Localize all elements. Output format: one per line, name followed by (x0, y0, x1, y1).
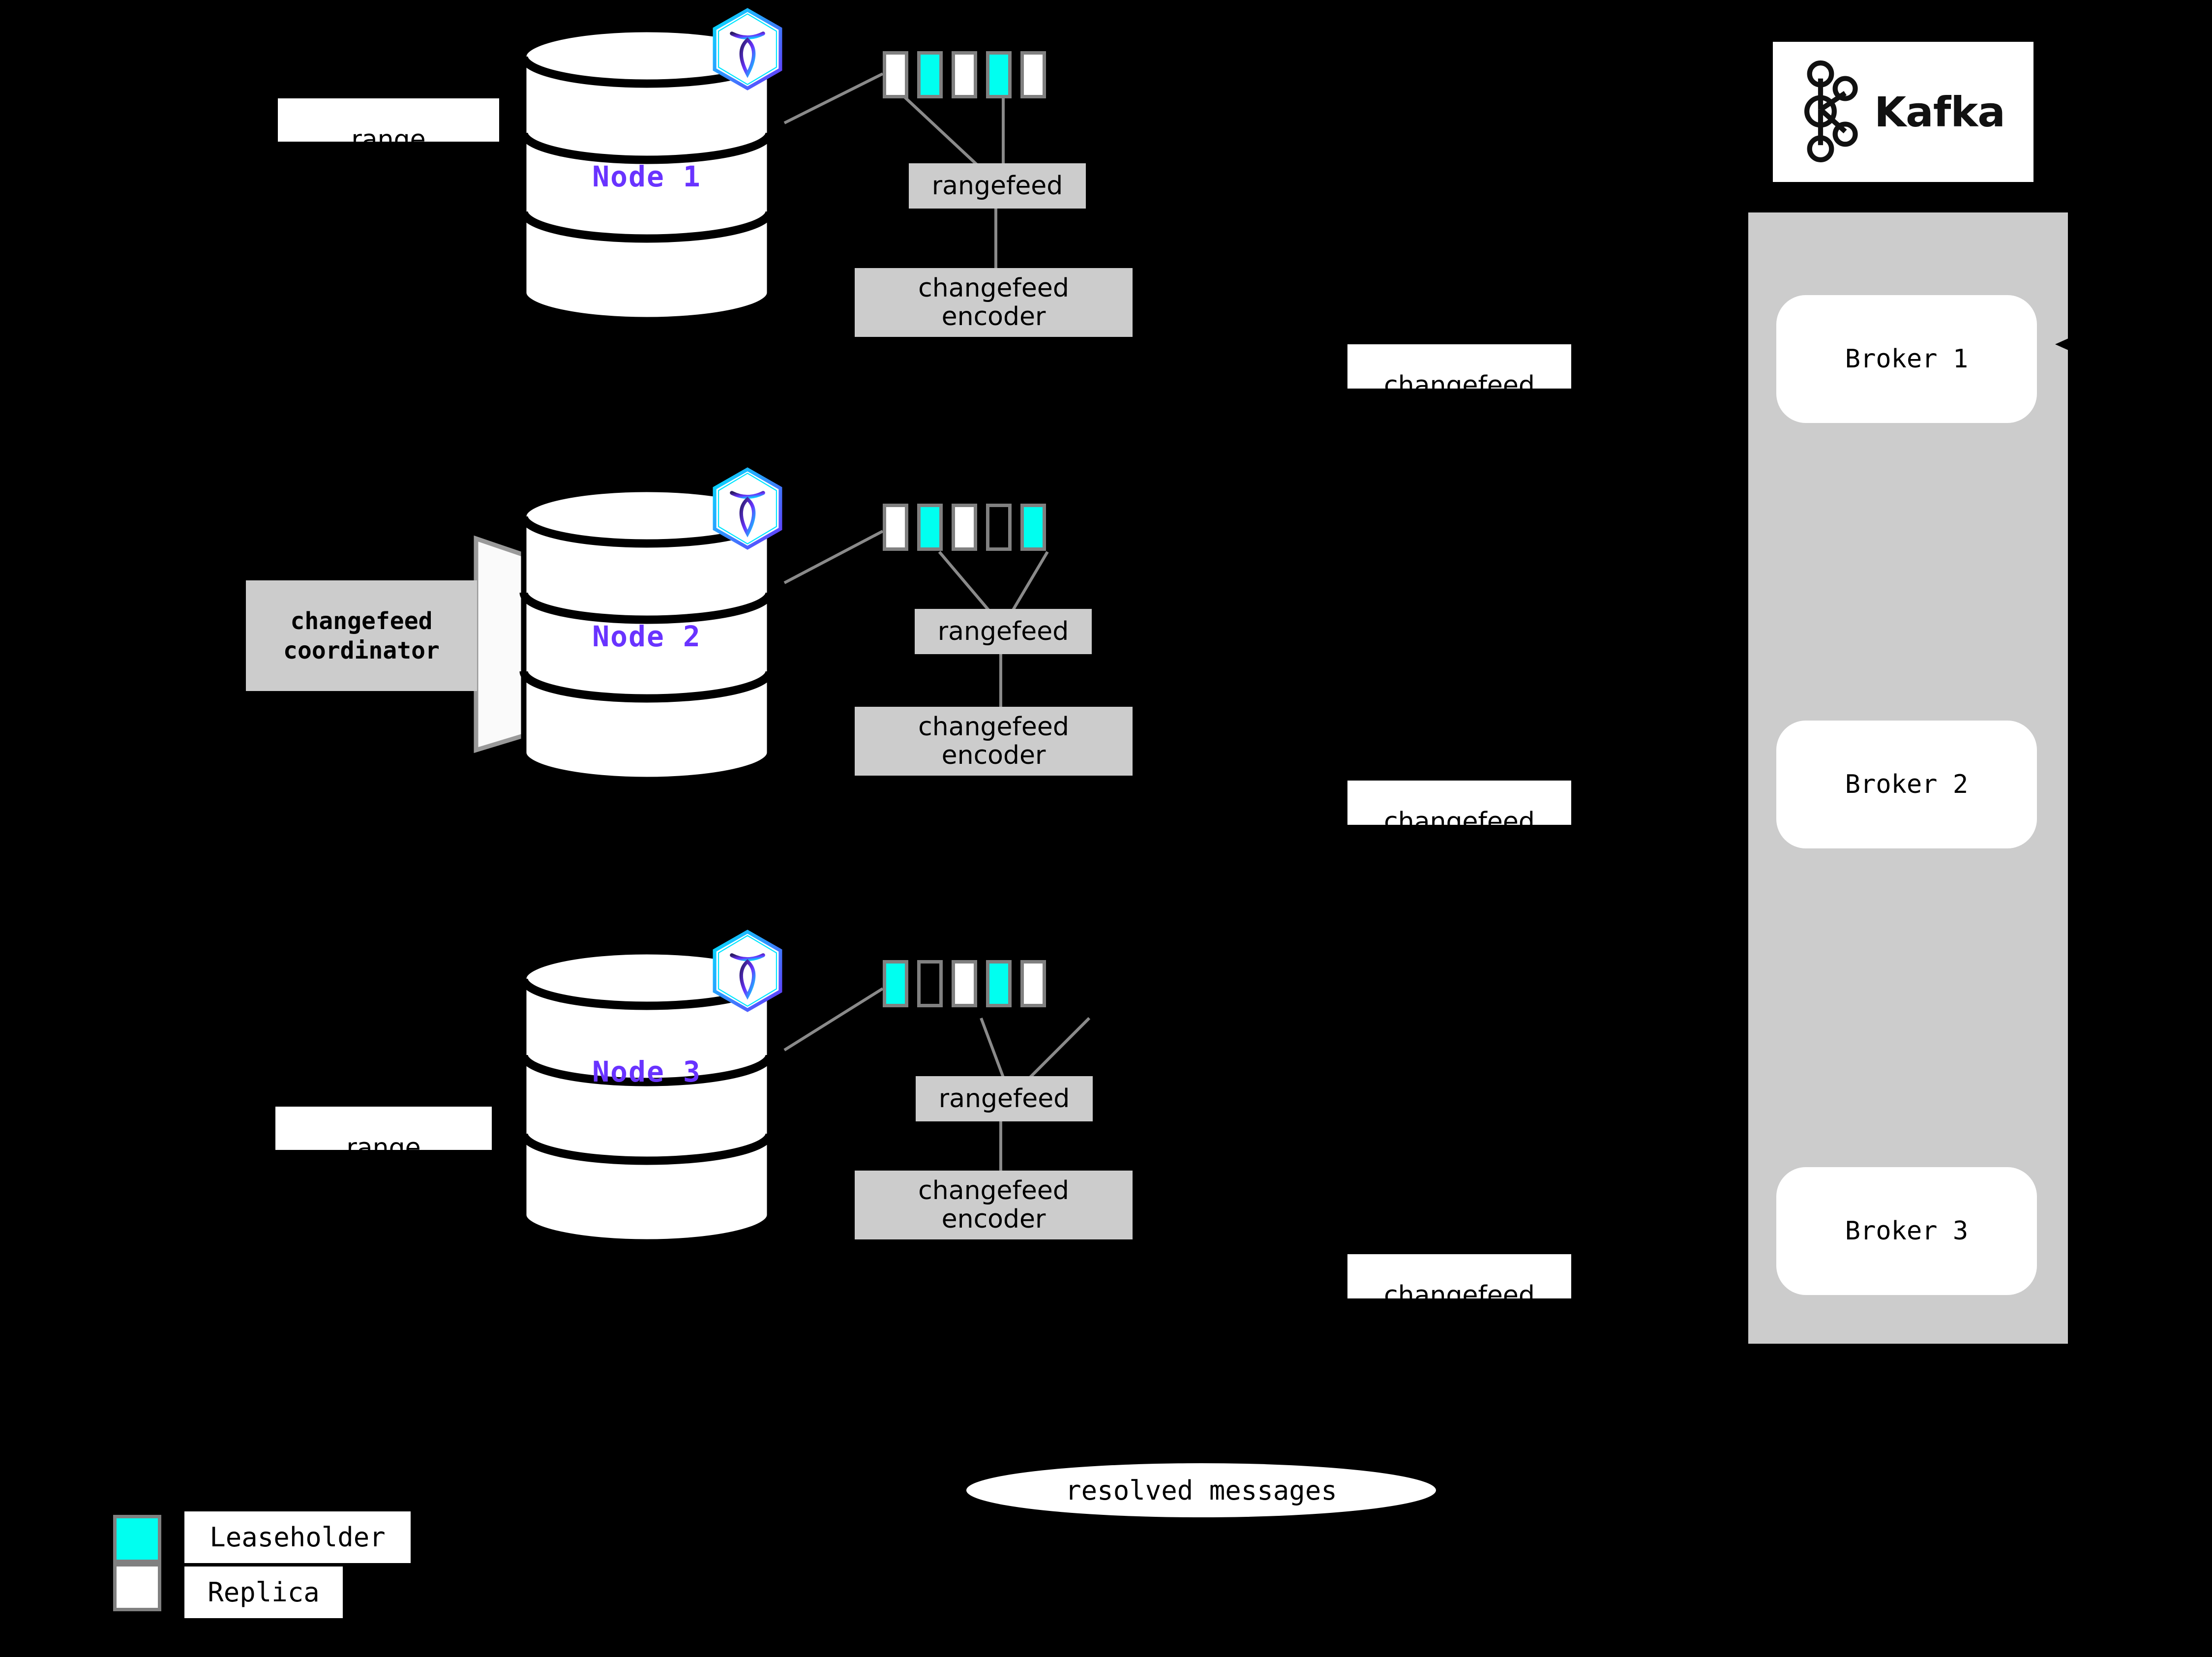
node-cylinder-1: Node 1 (519, 27, 775, 322)
range-list-node-2 (883, 504, 1046, 551)
changefeed-encoder-box-3[interactable]: changefeed encoder (855, 1171, 1133, 1239)
node-cylinder-3: Node 3 (519, 949, 775, 1244)
range-checkpoints-label-1: range checkpoints (278, 98, 499, 183)
node-label-1: Node 1 (592, 160, 701, 193)
legend-swatch-replica (113, 1563, 161, 1611)
broker-box-3[interactable]: Broker 3 (1776, 1167, 2037, 1295)
cockroachdb-hexagon-icon (708, 929, 787, 1013)
range-replica (952, 504, 977, 551)
kafka-inbound-arrow-icon (2055, 336, 2073, 352)
range-replica (1020, 960, 1046, 1007)
range-leaseholder (917, 51, 943, 98)
range-leaseholder (1020, 504, 1046, 551)
changefeed-encoder-box-1[interactable]: changefeed encoder (855, 268, 1133, 337)
kafka-logo-card: Kafka (1773, 42, 2033, 182)
changefeed-messages-text-2: changefeed messages (1384, 807, 1535, 866)
node-cylinder-2: Node 2 (519, 487, 775, 782)
range-replica (952, 51, 977, 98)
range-list-node-3 (883, 960, 1046, 1007)
broker-box-1[interactable]: Broker 1 (1776, 295, 2037, 423)
changefeed-messages-label-3: changefeed messages (1347, 1254, 1571, 1339)
rangefeed-box-2[interactable]: rangefeed (915, 609, 1092, 654)
range-leaseholder (883, 960, 908, 1007)
range-leaseholder (986, 51, 1012, 98)
range-checkpoints-label-3: range checkpoints (275, 1107, 492, 1192)
node-label-3: Node 3 (592, 1055, 701, 1088)
cockroachdb-hexagon-icon (708, 466, 787, 551)
range-replica (883, 504, 908, 551)
legend-swatch-leaseholder (113, 1515, 161, 1563)
range-checkpoints-text-3: range checkpoints (307, 1133, 460, 1192)
changefeed-coordinator-box[interactable]: changefeed coordinator (246, 580, 477, 691)
changefeed-messages-label-2: changefeed messages (1347, 781, 1571, 866)
broker-box-2[interactable]: Broker 2 (1776, 721, 2037, 848)
kafka-nodes-icon (1801, 58, 1865, 166)
range-empty (917, 960, 943, 1007)
range-checkpoints-text-1: range checkpoints (312, 125, 465, 184)
range-leaseholder (986, 960, 1012, 1007)
changefeed-messages-label-1: changefeed messages (1347, 344, 1571, 429)
cockroachdb-hexagon-icon (708, 7, 787, 91)
rangefeed-box-1[interactable]: rangefeed (909, 163, 1086, 209)
legend-label-replica: Replica (184, 1567, 343, 1618)
range-replica (1020, 51, 1046, 98)
range-replica (952, 960, 977, 1007)
rangefeed-box-3[interactable]: rangefeed (916, 1076, 1093, 1121)
changefeed-messages-text-1: changefeed messages (1384, 371, 1535, 430)
node-label-2: Node 2 (592, 620, 701, 653)
changefeed-messages-text-3: changefeed messages (1384, 1281, 1535, 1340)
range-empty (986, 504, 1012, 551)
resolved-messages-pill: resolved messages (966, 1463, 1436, 1517)
changefeed-encoder-box-2[interactable]: changefeed encoder (855, 707, 1133, 776)
range-leaseholder (917, 504, 943, 551)
legend-label-leaseholder: Leaseholder (184, 1511, 411, 1563)
kafka-wordmark: Kafka (1874, 88, 2005, 136)
range-list-node-1 (883, 51, 1046, 98)
range-replica (883, 51, 908, 98)
